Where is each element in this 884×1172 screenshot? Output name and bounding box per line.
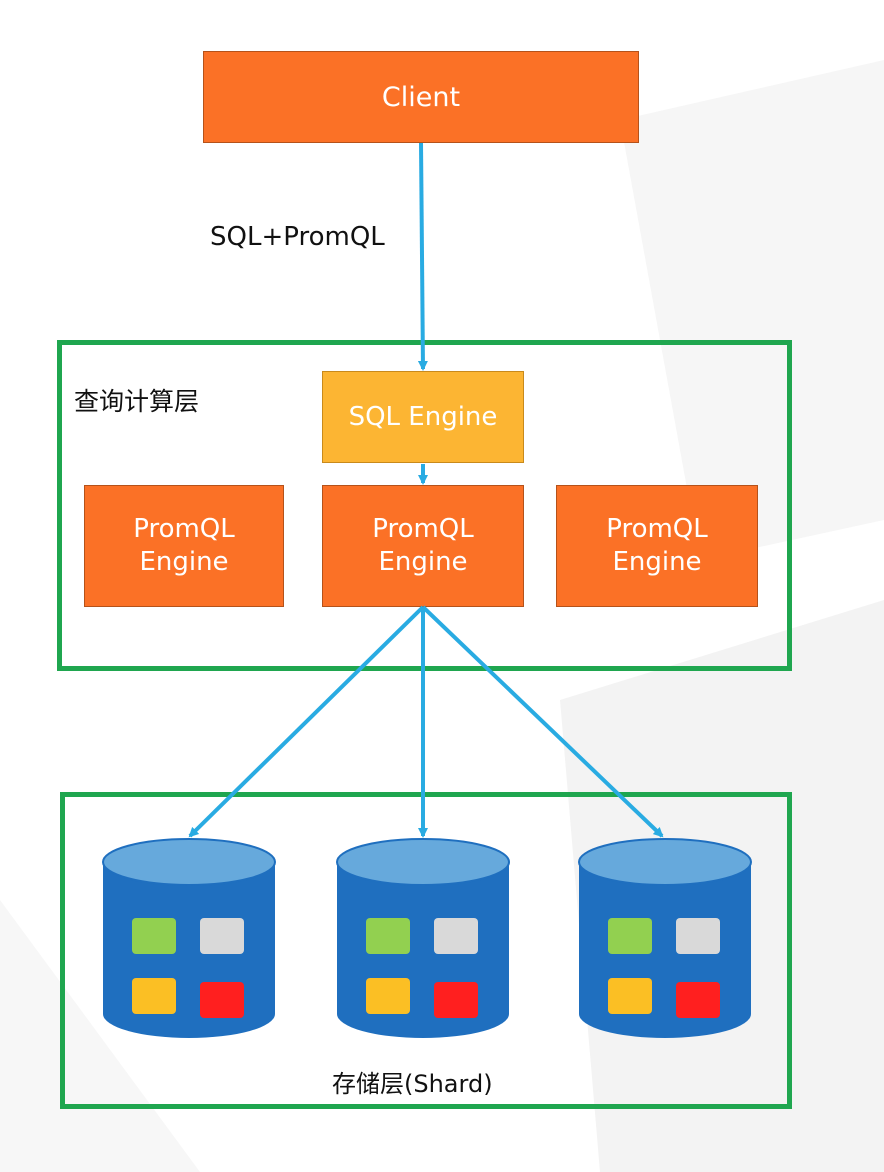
- query-layer-title: 查询计算层: [74, 387, 200, 416]
- promql-engine-center-node: PromQL Engine: [322, 485, 524, 607]
- client-node: Client: [203, 51, 639, 143]
- shard-3-database-icon: [578, 838, 752, 1038]
- promql-engine-right-node: PromQL Engine: [556, 485, 758, 607]
- shard-1-database-icon: [102, 838, 276, 1038]
- sql-engine-node: SQL Engine: [322, 371, 524, 463]
- promql-engine-left-node: PromQL Engine: [84, 485, 284, 607]
- storage-layer-title: 存储层(Shard): [332, 1070, 493, 1098]
- shard-2-database-icon: [336, 838, 510, 1038]
- edge-label-sql-promql: SQL+PromQL: [210, 222, 385, 252]
